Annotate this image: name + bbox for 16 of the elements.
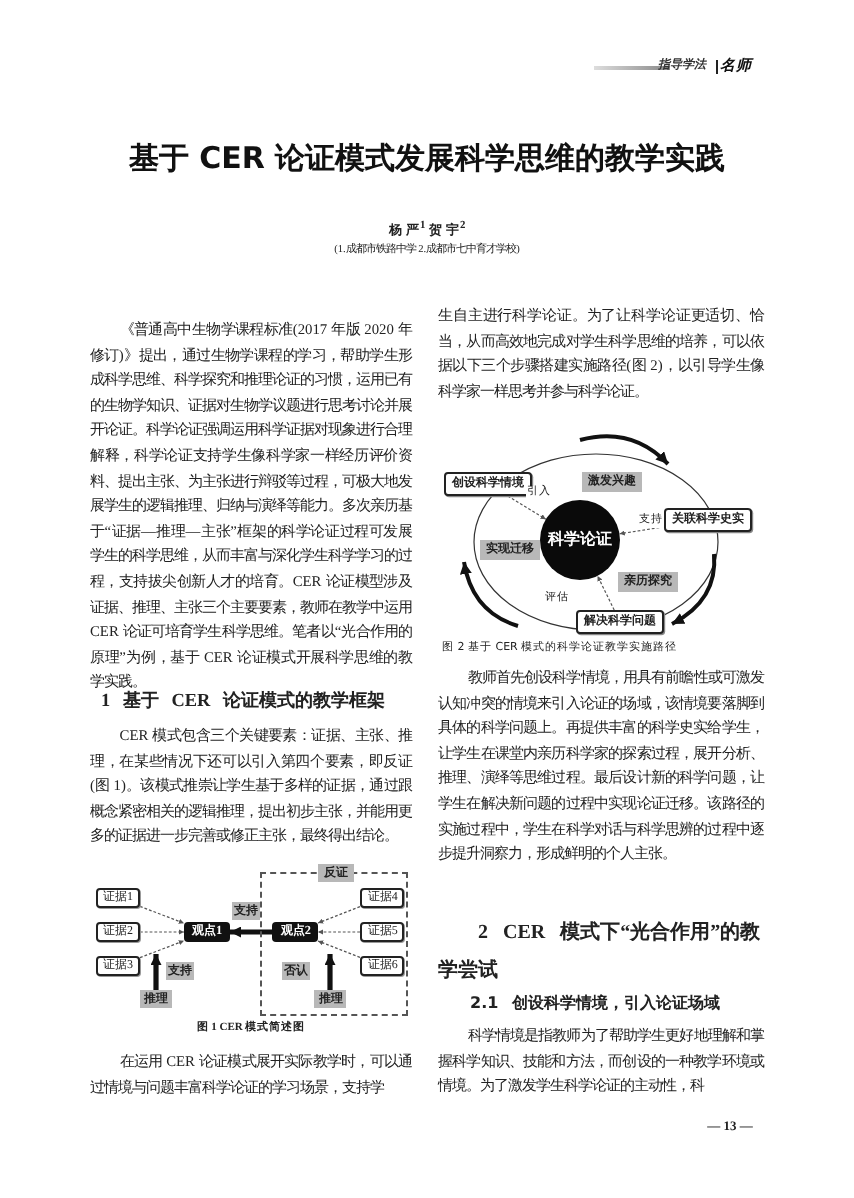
subsection-heading: 2.1 创设科学情境，引入论证场域: [468, 994, 722, 1014]
section-heading: 2 CER 模式下“光合作用”的教学尝试: [438, 919, 763, 986]
arrow: [324, 954, 336, 990]
dashed-arrow: [139, 940, 185, 959]
dashed-arrow: [317, 929, 361, 935]
arrow: [150, 954, 162, 990]
dashed-arrow: [597, 575, 615, 611]
arrow: [230, 926, 272, 938]
article-title: 基于 CER 论证模式发展科学思维的教学实践: [126, 140, 728, 176]
dashed-arrow: [139, 929, 185, 935]
section-heading: 1 基于 CER 论证模式的教学框架: [99, 688, 387, 712]
argument-circle: 科学论证: [540, 500, 620, 580]
dashed-arrow: [317, 906, 361, 924]
dashed-arrow: [139, 905, 185, 924]
dashed-arrow: [507, 495, 547, 520]
dashed-arrow: [317, 940, 361, 958]
